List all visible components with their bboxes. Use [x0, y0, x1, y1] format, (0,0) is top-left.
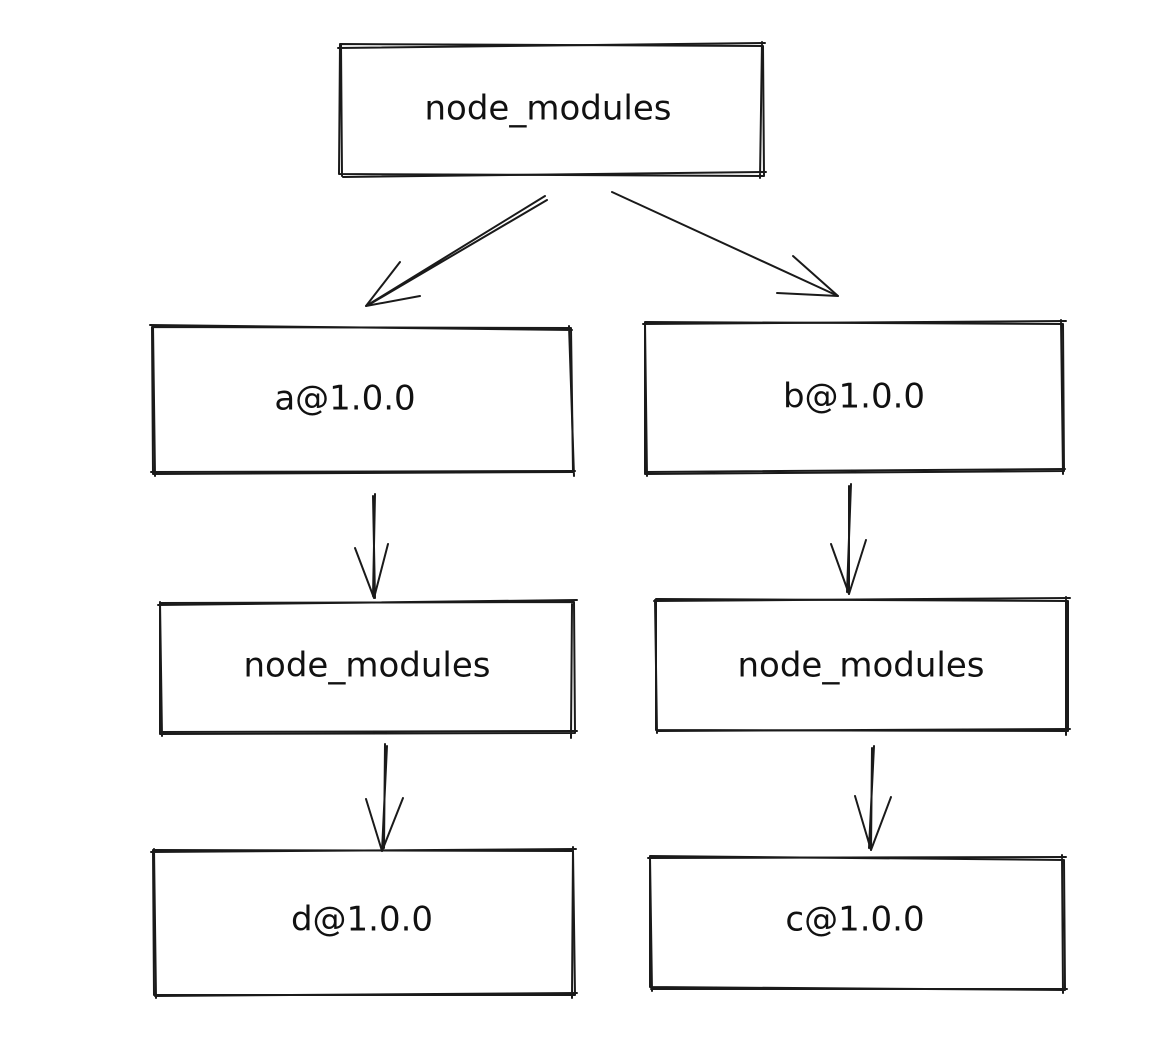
package-a-node-modules-label: node_modules [244, 646, 491, 686]
package-b-node-modules-label: node_modules [738, 646, 985, 686]
package-c-label: c@1.0.0 [785, 900, 924, 940]
package-b-box: b@1.0.0 [642, 319, 1067, 477]
package-a-box: a@1.0.0 [149, 324, 576, 477]
root-node-modules-box: node_modules [337, 41, 767, 179]
arrow-node-modules-to-d [365, 743, 404, 852]
package-c-box: c@1.0.0 [647, 854, 1068, 994]
package-a-node-modules-box: node_modules [157, 599, 578, 739]
package-b-label: b@1.0.0 [783, 377, 925, 417]
package-d-box: d@1.0.0 [150, 846, 578, 999]
package-d-label: d@1.0.0 [291, 900, 433, 940]
arrow-node-modules-to-c [854, 745, 892, 851]
root-node-modules-label: node_modules [425, 89, 672, 129]
package-b-node-modules-box: node_modules [653, 596, 1071, 736]
package-a-label: a@1.0.0 [274, 379, 415, 419]
arrow-b-to-node-modules [830, 483, 867, 595]
arrow-a-to-node-modules [354, 493, 389, 599]
arrow-root-to-a [365, 195, 548, 307]
arrow-root-to-b [611, 191, 839, 297]
